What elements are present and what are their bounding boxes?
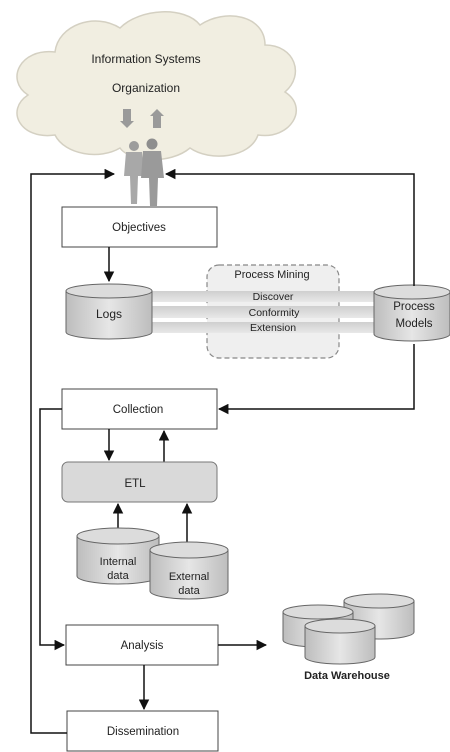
cloud-down-arrow-icon: [120, 109, 134, 128]
internal-data-line1: Internal: [100, 556, 137, 568]
collection-label: Collection: [113, 404, 164, 416]
collection-to-analysis-arrow: [39, 408, 66, 651]
objectives-label: Objectives: [112, 222, 166, 234]
process-models-cylinder: Process Models: [373, 284, 450, 342]
analysis-label: Analysis: [121, 640, 164, 652]
business-people-icon: [124, 138, 164, 206]
analysis-box: [65, 624, 219, 666]
etl-box: [61, 461, 218, 503]
dissemination-to-organization-arrow: [30, 168, 116, 734]
cloud-title-line1: Information Systems: [91, 52, 200, 66]
external-data-line1: External: [169, 571, 209, 583]
logs-label: Logs: [96, 307, 122, 321]
data-warehouse-cylinders: [282, 593, 415, 665]
models-to-collection-arrow: [217, 344, 415, 415]
information-systems-cloud: Information Systems Organization: [16, 11, 297, 161]
process-mining-title: Process Mining: [234, 269, 309, 281]
discover-label: Discover: [253, 291, 294, 303]
collection-box: [61, 388, 218, 430]
process-models-line1: Process: [393, 301, 435, 313]
internal-data-cylinder: Internal data: [76, 527, 160, 585]
extension-band: [152, 322, 374, 333]
etl-label: ETL: [124, 478, 146, 490]
process-models-line2: Models: [395, 318, 432, 330]
dissemination-box: [66, 710, 219, 752]
logs-cylinder: Logs: [65, 283, 153, 340]
conformity-label: Conformity: [249, 307, 301, 319]
process-mining-bands: Discover Conformity Extension: [152, 291, 374, 334]
internal-data-line2: data: [107, 570, 129, 582]
discover-band: [152, 291, 374, 302]
external-data-cylinder: External data: [149, 541, 229, 600]
conformity-band: [152, 306, 374, 318]
cloud-up-arrow-icon: [150, 109, 164, 128]
dissemination-label: Dissemination: [107, 726, 179, 738]
external-data-line2: data: [178, 585, 200, 597]
objectives-box: [61, 206, 218, 248]
extension-label: Extension: [250, 322, 296, 334]
models-to-organization-arrow: [164, 168, 415, 286]
cloud-title-line2: Organization: [112, 81, 180, 95]
data-warehouse-label: Data Warehouse: [304, 670, 390, 682]
